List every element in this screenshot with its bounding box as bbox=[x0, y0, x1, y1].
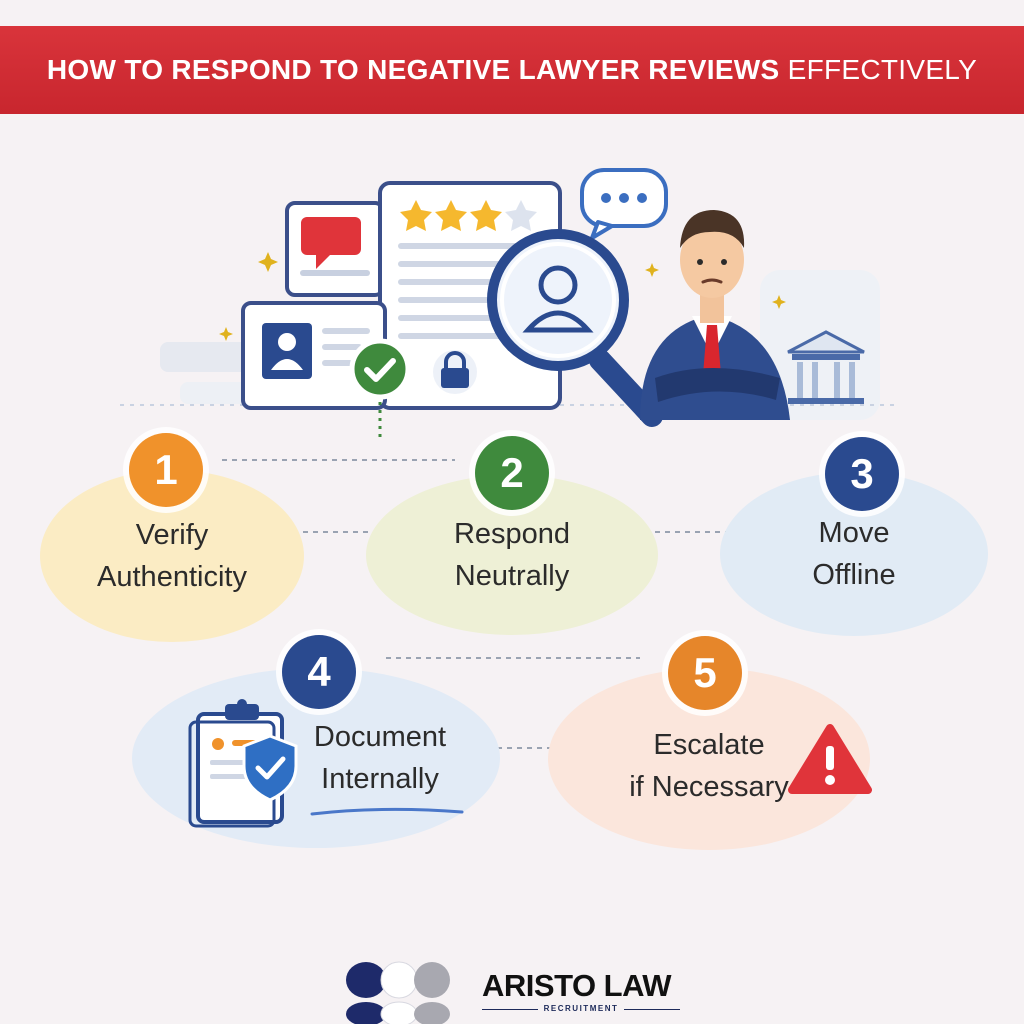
step-4-label: Document Internally bbox=[313, 721, 447, 795]
step-5-badge: 5 bbox=[668, 636, 742, 710]
step-2-number: 2 bbox=[500, 449, 524, 496]
check-badge-icon bbox=[349, 338, 411, 438]
star-rating-icon bbox=[400, 200, 537, 231]
step-3-number: 3 bbox=[850, 450, 874, 497]
courthouse-icon bbox=[787, 330, 865, 404]
title-tail: EFFECTIVELY bbox=[787, 54, 978, 85]
typing-bubble-icon bbox=[580, 168, 668, 240]
step-3-badge: 3 bbox=[825, 437, 899, 511]
step-1-badge: 1 bbox=[129, 433, 203, 507]
magnifier-icon bbox=[487, 229, 663, 427]
hero-illustration bbox=[120, 168, 900, 438]
lock-icon bbox=[433, 350, 477, 394]
step-2-label: Respond Neutrally bbox=[453, 518, 571, 592]
step-2-badge: 2 bbox=[475, 436, 549, 510]
sparkle-icon bbox=[219, 252, 786, 341]
step-4-number: 4 bbox=[307, 648, 331, 695]
step-3-label: Move Offline bbox=[812, 517, 896, 591]
step-1-number: 1 bbox=[154, 446, 178, 493]
step-4-badge: 4 bbox=[282, 635, 356, 709]
title-banner: HOW TO RESPOND TO NEGATIVE LAWYER REVIEW… bbox=[0, 26, 1024, 114]
brand-logo-icon bbox=[346, 961, 450, 1024]
brand-name: ARISTO LAW bbox=[482, 968, 672, 1003]
chat-bubble-icon bbox=[285, 201, 385, 297]
title-main: HOW TO RESPOND TO NEGATIVE LAWYER REVIEW… bbox=[46, 54, 780, 85]
brand-subtitle: RECRUITMENT bbox=[482, 1004, 680, 1013]
page-title: HOW TO RESPOND TO NEGATIVE LAWYER REVIEW… bbox=[47, 54, 977, 86]
step-1-label: Verify Authenticity bbox=[97, 519, 247, 593]
step-5-label: Escalate if Necessary bbox=[629, 729, 789, 803]
step-1-card: Verify Authenticity bbox=[40, 470, 304, 642]
lawyer-figure bbox=[640, 210, 790, 420]
step-5-number: 5 bbox=[693, 649, 717, 696]
